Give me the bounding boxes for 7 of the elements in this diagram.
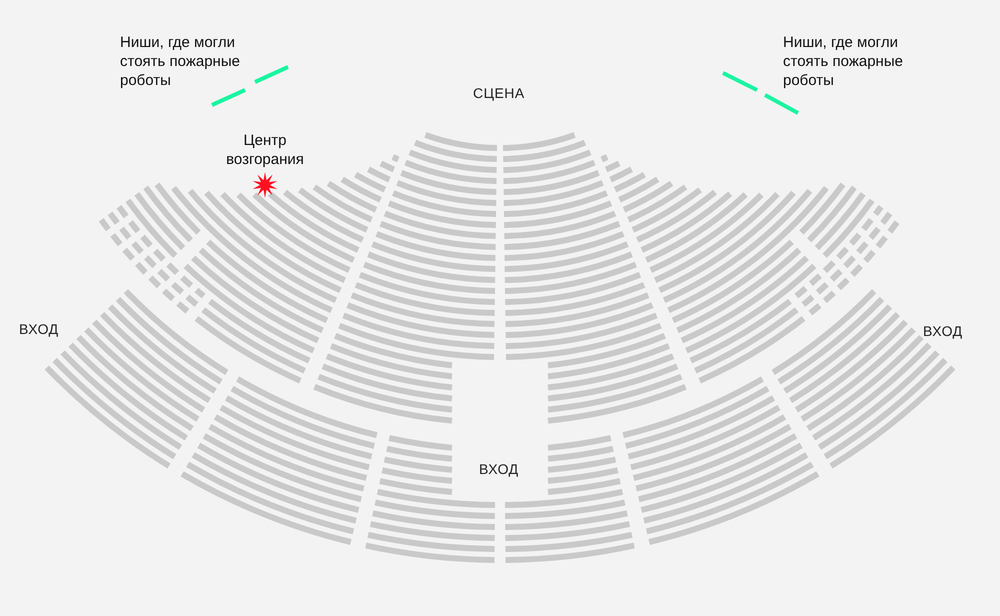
entrance-label: ВХОД — [479, 460, 519, 479]
entrance-label: ВХОД — [19, 320, 59, 339]
callout-text: Ниши, где могли стоять пожарные роботы — [120, 33, 241, 90]
callout-text: Ниши, где могли стоять пожарные роботы — [783, 33, 904, 90]
entrance-label: ВХОД — [923, 322, 963, 341]
callout-text: Центр возгорания — [225, 131, 305, 169]
area-label: СЦЕНА — [473, 84, 525, 103]
